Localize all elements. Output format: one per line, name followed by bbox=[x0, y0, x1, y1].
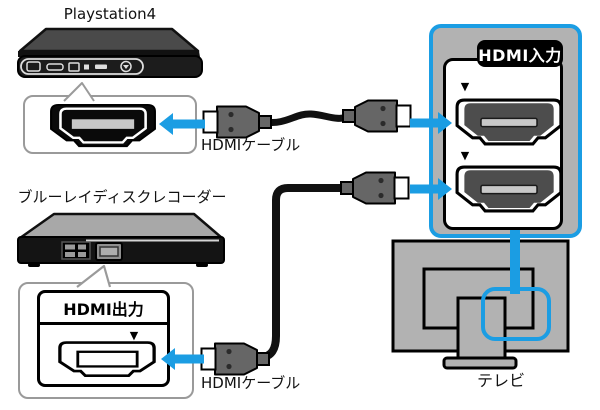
recorder-callout-pointer bbox=[76, 264, 112, 288]
hdmi-connector-large-icon bbox=[50, 103, 156, 148]
tv-stand bbox=[456, 296, 507, 364]
recorder-hdmi-port-icon bbox=[95, 242, 123, 261]
cable-bottom-label: HDMIケーブル bbox=[201, 374, 301, 392]
hdmi-output-box: HDMI出力 ▼ bbox=[37, 290, 170, 387]
down-triangle-icon: ▼ bbox=[129, 329, 139, 342]
recorder-label: ブルーレイディスクレコーダー bbox=[17, 188, 227, 206]
ps4-label: Playstation4 bbox=[63, 5, 157, 23]
tv-stand-base bbox=[442, 356, 518, 370]
recorder-foot bbox=[28, 263, 40, 267]
recorder-top-face bbox=[18, 212, 224, 240]
ps4-rear-ports-icon bbox=[20, 58, 144, 75]
tv-illustration bbox=[391, 239, 570, 370]
tv-label: テレビ bbox=[476, 371, 525, 390]
recorder-illustration bbox=[17, 212, 225, 267]
hdmi-cable-bottom bbox=[254, 184, 352, 361]
hdmi-output-callout: HDMI出力 ▼ bbox=[18, 282, 194, 399]
hdmi-output-title: HDMI出力 bbox=[40, 293, 167, 325]
hdmi-input-panel: HDMI入力 ▼ ▼ bbox=[429, 24, 582, 238]
cable-top-label: HDMIケーブル bbox=[201, 136, 301, 154]
hdmi-plug-icon bbox=[202, 105, 272, 139]
recorder-foot bbox=[196, 263, 208, 267]
ps4-top-slab bbox=[18, 27, 200, 53]
down-triangle-icon: ▼ bbox=[460, 80, 470, 93]
hdmi-input-port-1-icon bbox=[455, 98, 563, 146]
hdmi-plug-icon bbox=[340, 171, 410, 205]
ps4-rear-band bbox=[17, 55, 203, 78]
hdmi-cable-top bbox=[262, 110, 352, 126]
ps4-callout-pointer bbox=[63, 82, 95, 102]
ps4-illustration bbox=[17, 27, 203, 78]
hdmi-plug-icon bbox=[342, 99, 412, 133]
hdmi-plug-icon bbox=[200, 342, 270, 376]
hdmi-input-title: HDMI入力 bbox=[477, 40, 563, 67]
down-triangle-icon: ▼ bbox=[460, 149, 470, 162]
recorder-port-block-icon bbox=[61, 241, 91, 260]
hdmi-output-port-icon bbox=[58, 341, 156, 378]
hdmi-input-port-2-icon bbox=[455, 165, 563, 213]
